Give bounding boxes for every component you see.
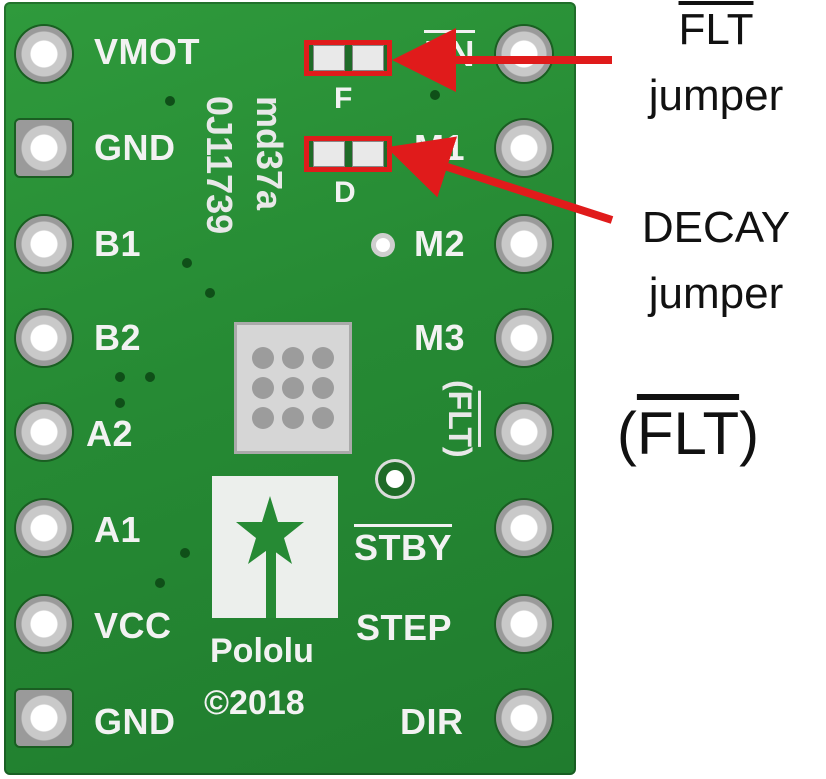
via [180,548,190,558]
flt-pin-annotation: (FLT) [588,404,788,464]
pin-label-vcc: VCC [94,605,172,646]
pin-label-step: STEP [356,607,453,648]
flt-jumper [304,40,392,76]
pad-a1 [16,500,72,556]
pin-label-gnd: GND [94,701,176,742]
driver-ic [234,322,352,454]
decay-jumper-subtitle: jumper [648,269,784,318]
copyright: ©2018 [204,684,305,722]
decay-arrow [386,136,614,224]
via [430,90,440,100]
pad-m3 [496,310,552,366]
pin-label-m3: M3 [414,317,466,358]
flt-pin-paren-close: ) [739,400,760,467]
via [155,578,165,588]
via [165,96,175,106]
flt-jumper-subtitle: jumper [648,71,784,120]
pin-label-b2: B2 [94,317,142,358]
pad-dir [496,690,552,746]
pad-step [496,596,552,652]
pololu-star-icon [236,496,304,618]
flt-jumper-title: FLT [616,6,816,54]
mounting-hole [386,470,404,488]
jumper-label-d: D [334,176,356,209]
via [115,398,125,408]
jumper-label-f: F [334,82,353,115]
pin-label-b1: B1 [94,223,142,264]
pin-label-stby: STBY [354,527,453,568]
pad-stby [496,500,552,556]
flt-pin-text: FLT [636,400,740,467]
decay-jumper [304,136,392,172]
flt-pin-paren-open: ( [616,400,637,467]
pad-vmot [16,26,72,82]
pin-label-dir: DIR [400,701,464,742]
pad-m1 [496,120,552,176]
decay-jumper-title: DECAY [641,203,791,252]
via [182,258,192,268]
via [205,288,215,298]
pad-gnd-bottom [16,690,72,746]
pad-b2 [16,310,72,366]
pin-label-gnd: GND [94,127,176,168]
pad-a2 [16,404,72,460]
pad-m2 [496,216,552,272]
pololu-logo [212,476,338,618]
pad-b1 [16,216,72,272]
pad-gnd-top [16,120,72,176]
pin-label-a1: A1 [94,509,142,550]
via [115,372,125,382]
flt-jumper-title-text: FLT [678,5,754,54]
pin-label-m2: M2 [414,223,466,264]
pad-vcc [16,596,72,652]
via [145,372,155,382]
pad-flt [496,404,552,460]
brand-name: Pololu [210,632,314,670]
pad-en [496,26,552,82]
pin-label-vmot: VMOT [94,31,200,72]
mounting-hole [376,238,390,252]
pin-label-a2: A2 [86,413,134,454]
